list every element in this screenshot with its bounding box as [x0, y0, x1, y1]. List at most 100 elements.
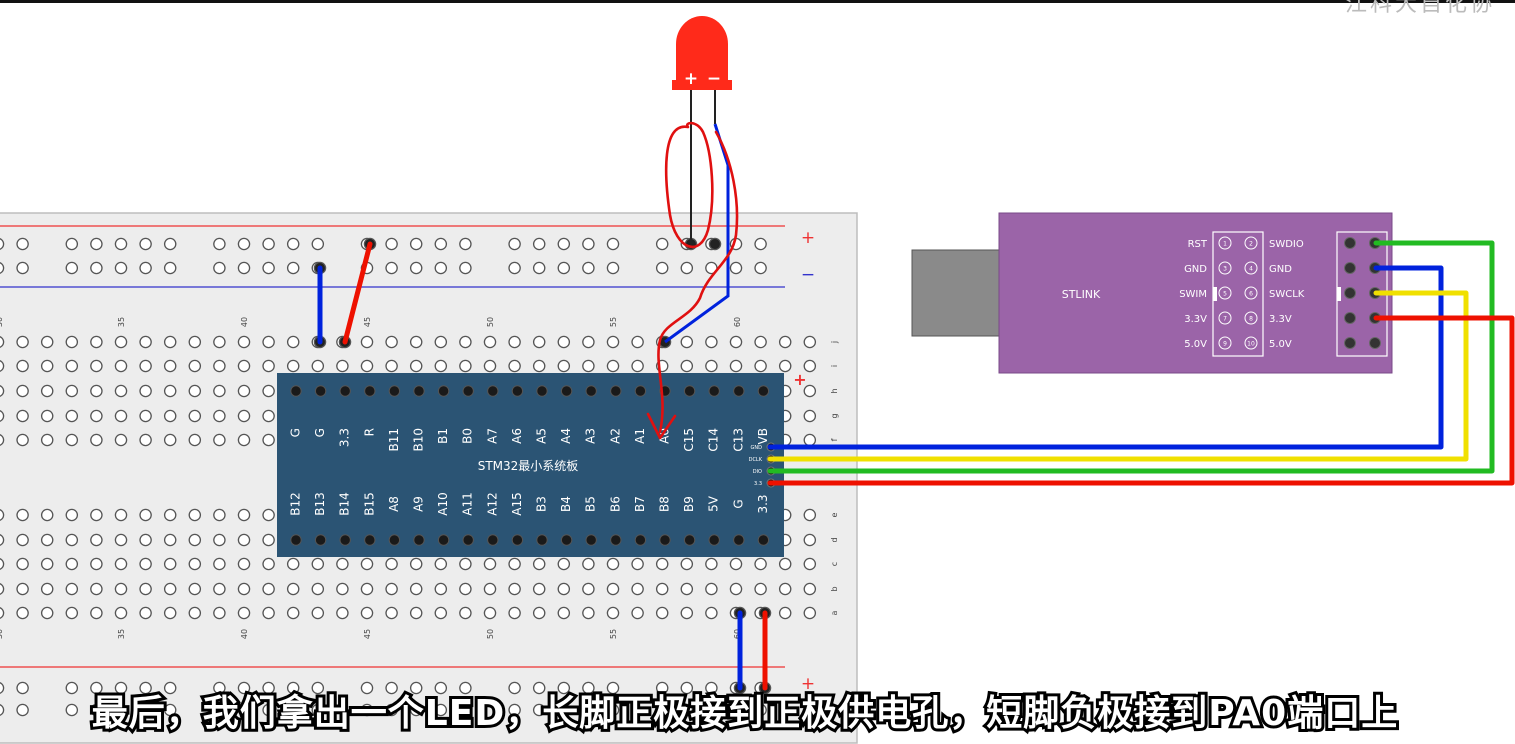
breadboard-hole: [631, 582, 644, 596]
breadboard-hole: [606, 359, 620, 373]
column-number: 45: [363, 317, 372, 327]
breadboard-hole: [508, 335, 521, 349]
breadboard-hole: [65, 409, 79, 423]
breadboard-hole: [237, 557, 251, 571]
rail-hole: [532, 261, 546, 275]
swd-pin-label: DCLK: [749, 457, 763, 463]
breadboard-hole: [65, 359, 79, 373]
stlink-header-pin: [1369, 337, 1381, 349]
row-letter: i: [830, 365, 839, 367]
breadboard-hole: [729, 359, 743, 373]
breadboard-hole: [16, 359, 29, 373]
rail-hole: [754, 237, 767, 251]
breadboard-hole: [262, 557, 275, 571]
breadboard-hole: [729, 557, 743, 571]
breadboard-hole: [286, 606, 300, 620]
breadboard-hole: [803, 433, 817, 447]
breadboard-hole: [262, 409, 275, 423]
occupied-hole: [708, 237, 722, 251]
breadboard-hole: [385, 557, 398, 571]
breadboard-hole: [237, 335, 251, 349]
stm32-label: STM32最小系统板: [478, 459, 579, 473]
breadboard-hole: [483, 582, 497, 596]
breadboard-hole: [705, 335, 718, 349]
breadboard-hole: [582, 582, 595, 596]
stlink-pin-number: 5: [1223, 291, 1227, 298]
stm32-top-pin-label: A1: [633, 428, 647, 444]
breadboard-hole: [532, 582, 546, 596]
breadboard-hole: [65, 384, 79, 398]
wire-swclk: [767, 290, 1469, 462]
rail-hole: [0, 262, 5, 274]
breadboard-hole: [262, 606, 275, 620]
breadboard-hole: [40, 582, 54, 596]
rail-plus-top: +: [801, 228, 815, 248]
stlink-pin-number: 1: [1223, 241, 1227, 248]
breadboard-hole: [655, 606, 669, 620]
breadboard-hole: [508, 557, 521, 571]
breadboard-hole: [705, 557, 718, 571]
stlink-header-pin: [1344, 237, 1356, 249]
rail-hole: [385, 681, 398, 695]
stm32-bottom-pin: [536, 534, 548, 546]
stm32-top-pin-label: A4: [559, 428, 573, 444]
breadboard-hole: [65, 335, 79, 349]
breadboard-hole: [0, 509, 5, 521]
stm32-bottom-pin-label: A8: [387, 496, 401, 512]
stm32-top-pin: [511, 385, 524, 397]
breadboard-hole: [114, 384, 128, 398]
breadboard-hole: [0, 385, 5, 397]
rail-hole: [114, 681, 128, 695]
breadboard-hole: [90, 582, 103, 596]
wire-3v3: [767, 315, 1515, 486]
breadboard-hole: [90, 359, 103, 373]
row-letter: f: [830, 438, 839, 441]
rail-hole: [655, 237, 669, 251]
stm32-top-pin: [437, 385, 450, 397]
rail-hole: [114, 237, 128, 251]
stm32-top-pin: [413, 385, 425, 397]
rail-hole: [237, 703, 251, 717]
breadboard-hole: [188, 359, 202, 373]
breadboard-hole: [237, 359, 251, 373]
breadboard-hole: [163, 606, 177, 620]
red-annotation: [646, 121, 739, 440]
rail-hole: [754, 261, 767, 275]
breadboard-hole: [114, 606, 128, 620]
breadboard-hole: [163, 409, 177, 423]
breadboard-hole: [705, 606, 718, 620]
rail-hole: [385, 237, 398, 251]
stlink-body: [998, 212, 1393, 374]
breadboard-hole: [803, 384, 817, 398]
stlink-right-label: 5.0V: [1269, 339, 1292, 350]
rail-hole: [582, 681, 595, 695]
rail-hole: [311, 681, 325, 695]
column-number: 35: [117, 317, 126, 327]
stm32-top-pin-label: B1: [436, 428, 450, 444]
rail-hole: [90, 237, 103, 251]
stm32-bottom-pin-label: B9: [682, 496, 696, 512]
column-number: 50: [486, 317, 495, 327]
stm32-bottom-pin: [733, 534, 745, 546]
breadboard-hole: [237, 409, 251, 423]
breadboard-hole: [582, 335, 595, 349]
rail-hole: [532, 681, 546, 695]
column-number: 30: [0, 629, 4, 639]
breadboard-hole: [237, 433, 251, 447]
breadboard-hole: [409, 582, 423, 596]
stm32-top-pin: [364, 385, 376, 397]
breadboard-hole: [163, 359, 177, 373]
rail-hole: [434, 681, 448, 695]
column-number: 60: [733, 317, 742, 327]
breadboard-hole: [114, 409, 128, 423]
row-letter: j: [830, 341, 839, 344]
rail-hole: [680, 703, 694, 717]
stm32-bottom-pin-label: B3: [535, 496, 549, 512]
breadboard-hole: [262, 508, 275, 522]
stlink-header-pin: [1344, 287, 1356, 299]
breadboard-hole: [16, 335, 29, 349]
rail-hole: [459, 681, 472, 695]
stlink-right-label: SWDIO: [1269, 239, 1304, 250]
breadboard-hole: [680, 557, 694, 571]
